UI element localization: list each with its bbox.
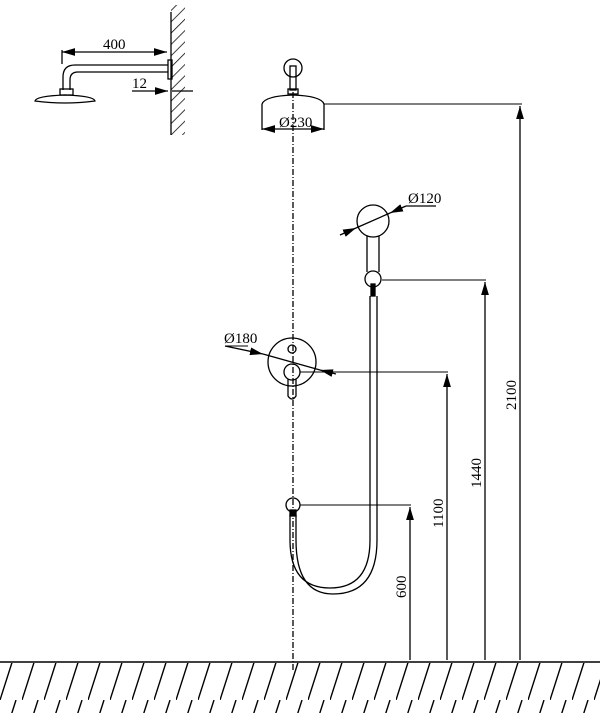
shower-head-front: [261, 94, 325, 105]
side-view: [34, 5, 193, 135]
diverter-knob: [287, 344, 297, 354]
dim-600-label: 600: [394, 576, 410, 599]
shower-head-side: [34, 94, 96, 104]
mixer-plate: [267, 337, 317, 387]
hand-shower-head: [356, 204, 390, 238]
dim-1100-label: 1100: [431, 499, 447, 528]
floor: [0, 661, 600, 713]
hand-shower-handle: [366, 236, 380, 272]
dim-1440-label: 1440: [469, 458, 485, 488]
floor-hatch: [0, 663, 600, 713]
dim-2100-label: 2100: [504, 380, 520, 410]
wall-flange: [167, 59, 173, 80]
ceiling-flange: [283, 58, 303, 78]
wall-hatch: [171, 5, 185, 135]
dim-180-label: Ø180: [224, 331, 257, 347]
mixer-lever: [287, 379, 297, 400]
head-connector: [59, 88, 74, 96]
mixer-handle-hub: [283, 363, 301, 381]
shower-hose: [289, 296, 378, 595]
dim-120-label: Ø120: [408, 191, 441, 207]
dim-12-label: 12: [132, 76, 147, 92]
dim-400-label: 400: [103, 37, 126, 53]
dim-230-label: Ø230: [279, 115, 312, 131]
front-view: [224, 58, 524, 672]
shower-arm: [62, 64, 168, 90]
